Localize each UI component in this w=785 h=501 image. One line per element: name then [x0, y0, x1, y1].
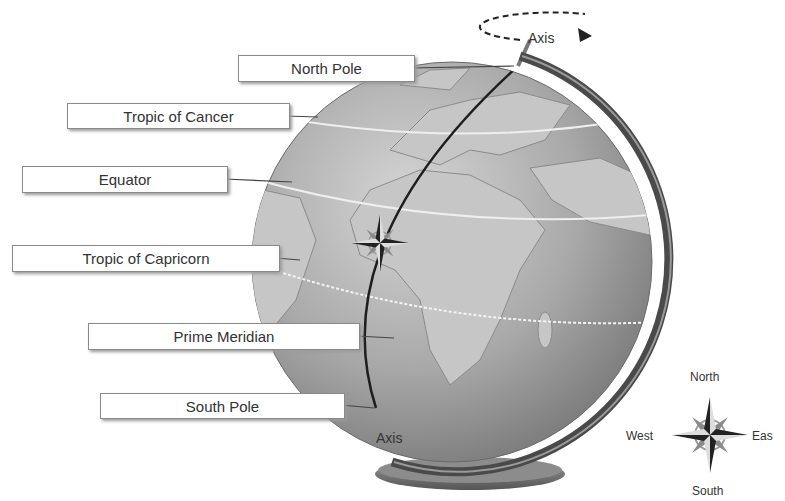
latitude-lines — [250, 66, 660, 408]
compass-label: South — [692, 484, 723, 498]
callout-box: South Pole — [100, 393, 345, 419]
compass-label: Eas — [752, 429, 773, 443]
callout-text: Tropic of Cancer — [123, 108, 233, 125]
callout-box: Tropic of Cancer — [67, 103, 290, 129]
compass-label: West — [626, 429, 653, 443]
callout-box: North Pole — [238, 55, 415, 82]
meridian-ring — [392, 56, 669, 472]
callout-text: Tropic of Capricorn — [83, 250, 210, 267]
callout-box: Prime Meridian — [88, 323, 360, 350]
compass-label: North — [690, 370, 719, 384]
arrow-head — [578, 28, 592, 42]
axis-label: Axis — [528, 30, 554, 46]
compass-rose — [672, 397, 748, 473]
callout-text: North Pole — [291, 60, 362, 77]
callout-text: Equator — [99, 171, 152, 188]
callout-text: Prime Meridian — [174, 328, 275, 345]
callout-box: Equator — [22, 166, 228, 193]
compass-rose — [352, 215, 409, 272]
callout-box: Tropic of Capricorn — [12, 245, 280, 272]
axis-label: Axis — [376, 430, 402, 446]
callout-text: South Pole — [186, 398, 259, 415]
ring-highlight — [394, 56, 671, 472]
